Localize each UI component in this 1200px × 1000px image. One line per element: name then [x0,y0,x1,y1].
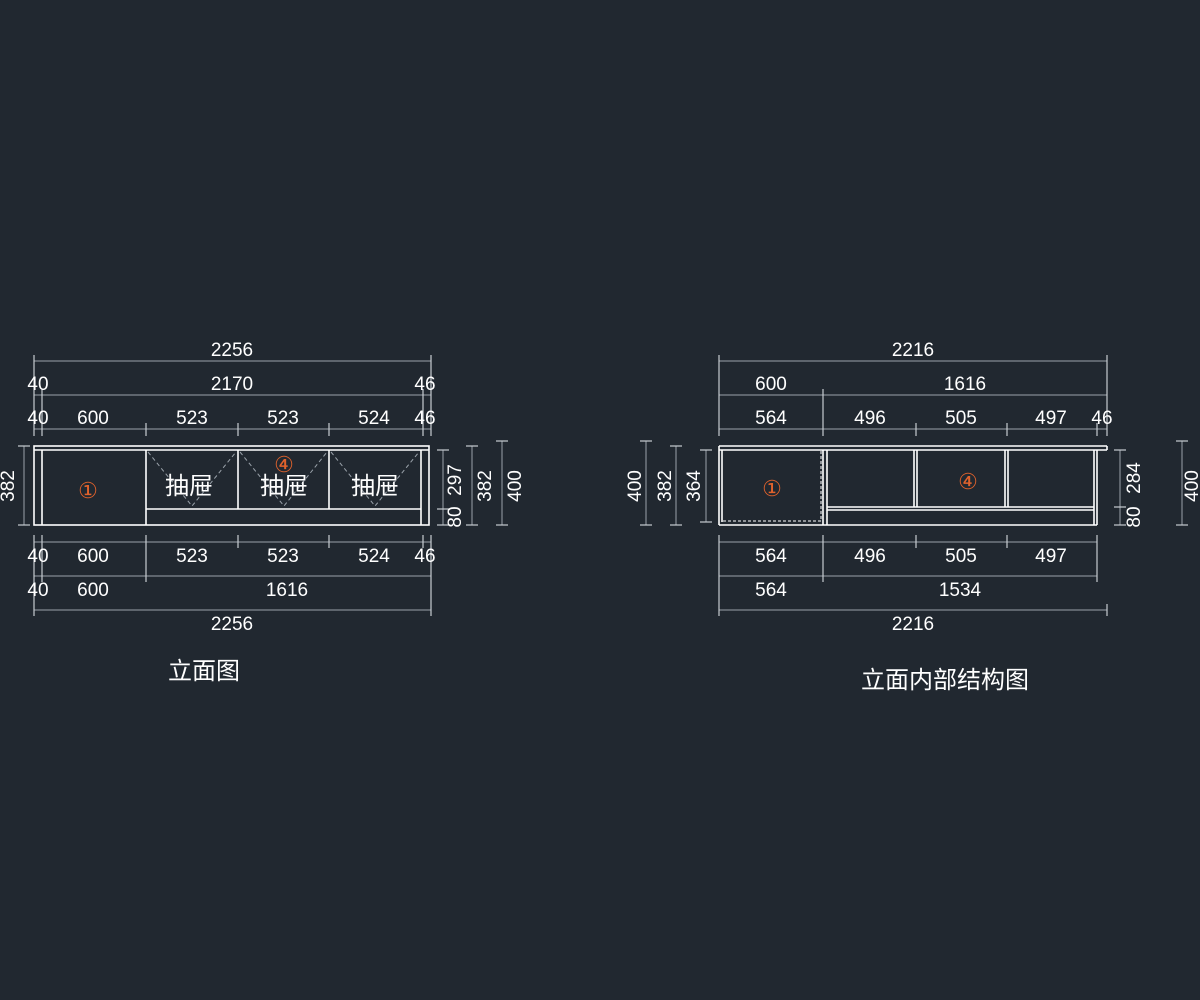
dim-right-400: 400 [1182,470,1200,502]
marker-4: ④ [958,470,978,495]
side-dimensions: 382 297 80 382 400 [0,440,526,528]
dim-top-row3: 40 [27,408,48,429]
dim-top-row3: 505 [945,408,977,429]
drawer-1-swing [147,451,237,507]
dim-bottom-row1: 600 [77,546,109,567]
dim-top-row3: 523 [176,408,208,429]
bottom-dimensions: 564 496 505 497 564 1534 2216 [718,535,1108,635]
side-dimensions: 400 382 364 284 80 400 [625,440,1200,528]
dim-top-row3: 564 [755,408,787,429]
dim-left-382: 382 [655,470,676,502]
dim-overall-top: 2216 [892,340,934,361]
dim-bottom-row2: 1616 [266,580,308,601]
dim-bottom-row1: 46 [414,546,435,567]
dim-bottom-row1: 564 [755,546,787,567]
drawer-label: 抽屉 [351,472,399,500]
dim-top-row3: 524 [358,408,390,429]
dim-bottom-row1: 524 [358,546,390,567]
dim-overall-bottom: 2256 [211,614,253,635]
bottom-dimensions: 40 600 523 523 524 46 40 600 1616 2256 [27,535,436,635]
dim-top-row3: 497 [1035,408,1067,429]
dim-top-row2: 2170 [211,374,253,395]
dim-top-row3: 46 [1091,408,1112,429]
dim-right-382: 382 [475,470,496,502]
dim-top-row3: 496 [854,408,886,429]
dim-top-row2: 1616 [944,374,986,395]
drawer-3-swing [330,451,420,507]
dim-top-row2: 600 [755,374,787,395]
dim-left-400: 400 [625,470,646,502]
drawer-label: 抽屉 [260,472,308,500]
dim-left-height: 382 [0,470,19,502]
internal-structure-drawing: ① ④ 2216 600 1616 564 496 505 497 46 [625,340,1200,694]
dim-bottom-row2: 40 [27,580,48,601]
dim-bottom-row1: 40 [27,546,48,567]
drawing-title: 立面内部结构图 [861,666,1029,694]
elevation-cabinet: 抽屉 抽屉 抽屉 ① ④ [33,445,430,526]
dim-top-row3: 46 [414,408,435,429]
internal-cabinet: ① ④ [718,445,1108,526]
top-dimensions: 2256 40 2170 46 40 600 523 523 524 46 [27,340,436,436]
dim-bottom-row1: 497 [1035,546,1067,567]
dim-right-80: 80 [445,506,466,527]
dim-right-400: 400 [505,470,526,502]
drawer-2-swing [239,451,328,507]
drawer-label: 抽屉 [165,472,213,500]
dim-top-row3: 600 [77,408,109,429]
dim-top-row3: 523 [267,408,299,429]
dim-right-80: 80 [1124,506,1145,527]
marker-1: ① [78,479,98,504]
dim-top-row2: 46 [414,374,435,395]
dim-right-297: 297 [445,464,466,496]
dim-bottom-row2: 600 [77,580,109,601]
dim-overall-top: 2256 [211,340,253,361]
marker-4: ④ [274,453,294,478]
dim-right-284: 284 [1124,462,1145,494]
dim-bottom-row1: 523 [267,546,299,567]
dim-top-row2: 40 [27,374,48,395]
dim-bottom-row2: 1534 [939,580,982,601]
dim-left-364: 364 [684,470,705,502]
dim-bottom-row2: 564 [755,580,787,601]
drawing-title: 立面图 [168,657,240,685]
top-dimensions: 2216 600 1616 564 496 505 497 46 [718,340,1113,436]
cabinet-outline [33,445,430,526]
marker-1: ① [762,477,782,502]
dim-bottom-row1: 523 [176,546,208,567]
dim-overall-bottom: 2216 [892,614,934,635]
dim-bottom-row1: 505 [945,546,977,567]
elevation-drawing: 抽屉 抽屉 抽屉 ① ④ 2256 40 2170 46 40 600 523 … [0,340,526,685]
dim-bottom-row1: 496 [854,546,886,567]
